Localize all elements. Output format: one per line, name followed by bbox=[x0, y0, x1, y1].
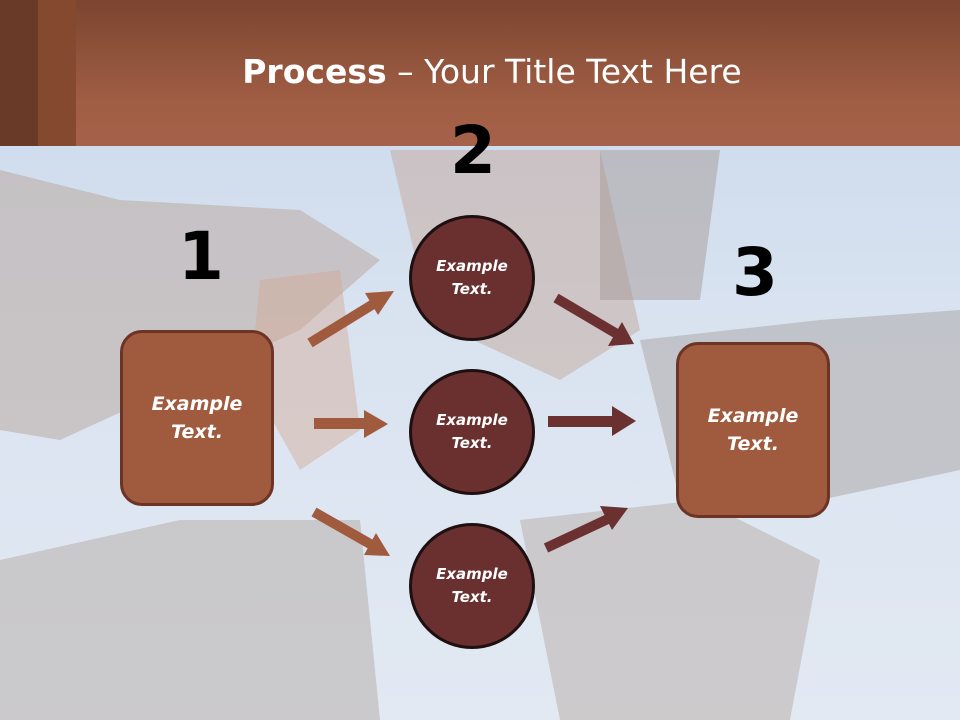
box-text-line: Example bbox=[151, 392, 243, 415]
circle-text-line: Example bbox=[436, 564, 508, 583]
circle-text-line: Text. bbox=[451, 434, 493, 452]
arrow-from-circle-3 bbox=[543, 506, 628, 553]
slide-title: Process – Your Title Text Here bbox=[0, 52, 960, 91]
title-rest: – Your Title Text Here bbox=[386, 52, 742, 91]
arrow-to-circle-2 bbox=[314, 410, 388, 438]
banner-accent-strip bbox=[0, 0, 38, 146]
step-number-2: 2 bbox=[450, 112, 496, 189]
box-text-line: Text. bbox=[171, 421, 223, 443]
banner-accent-strip bbox=[38, 0, 76, 146]
circle-text-line: Example bbox=[436, 410, 508, 429]
box-text-line: Example bbox=[707, 404, 799, 427]
box-text-line: Text. bbox=[727, 433, 779, 455]
title-bold: Process bbox=[242, 52, 387, 91]
arrow-from-circle-2 bbox=[548, 406, 636, 436]
circle-text-line: Text. bbox=[451, 280, 493, 298]
arrow-from-circle-1 bbox=[553, 293, 634, 346]
title-banner: Process – Your Title Text Here bbox=[0, 0, 960, 146]
step-number-3: 3 bbox=[732, 234, 778, 311]
arrow-to-circle-3 bbox=[311, 507, 390, 556]
circle-text-line: Text. bbox=[451, 588, 493, 606]
step-number-1: 1 bbox=[178, 218, 224, 295]
arrow-to-circle-1 bbox=[307, 291, 394, 348]
circle-text-line: Example bbox=[436, 256, 508, 275]
